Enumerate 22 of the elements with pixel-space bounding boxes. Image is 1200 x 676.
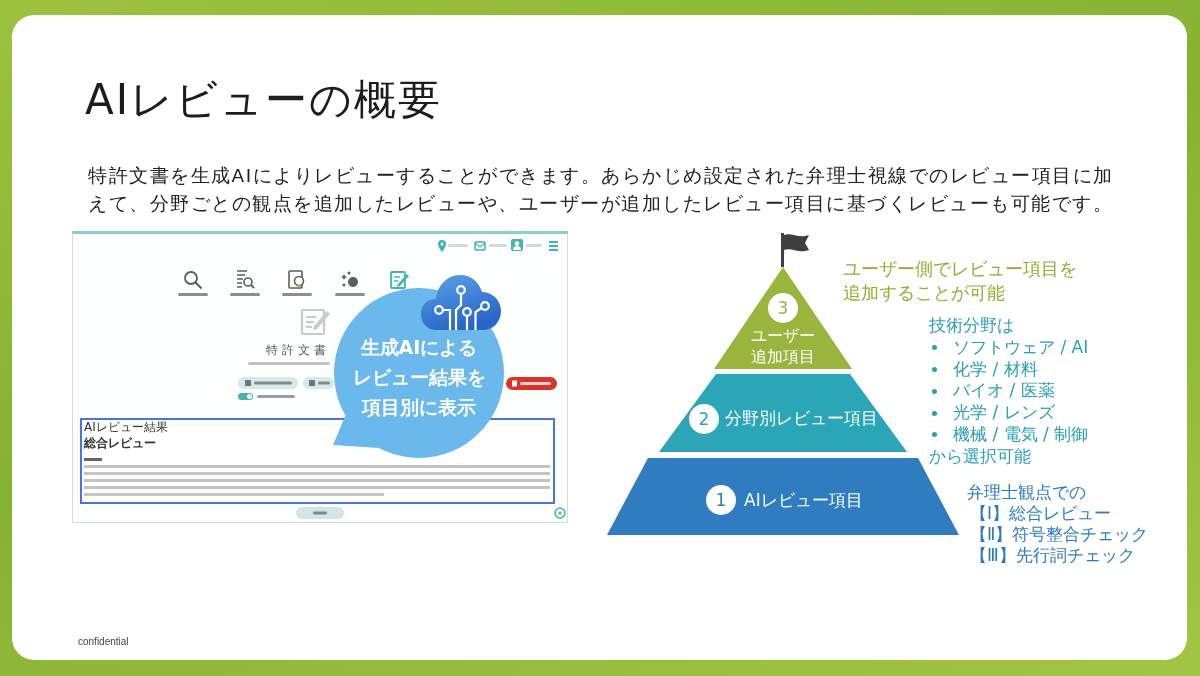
list-item: 光学 / レンズ (953, 402, 1056, 424)
slide-title: AIレビューの概要 (85, 75, 443, 125)
annotation-text: 弁理士観点での (967, 482, 1087, 503)
list-item: バイオ / 医薬 (953, 380, 1056, 403)
section-heading: 総合レビュー (84, 436, 156, 451)
page-heading: 特許文書 (266, 343, 330, 358)
annotation-text: 技術分野は (929, 315, 1015, 337)
list-item: 【Ⅱ】符号整合チェック (970, 524, 1150, 545)
tier-label: AIレビュー項目 (744, 489, 863, 511)
annotation-text: ユーザー側でレビュー項目を追加することが可能 (843, 257, 1078, 305)
bubble-text: 生成AIによるレビュー結果を項目別に表示 (351, 335, 487, 420)
panel-title: AIレビュー結果 (84, 420, 168, 435)
intro-paragraph: 特許文書を生成AIによりレビューすることができます。あらかじめ設定された弁理士視線でのレビュー項目に加えて、分野ごとの観点を追加したレビューや、ユーザーが追加したレビュー項目に基づくレビューも可能です。 (88, 164, 1115, 216)
tier-label: ユーザー追加項目 (750, 324, 816, 367)
footer-note: confidential (78, 635, 129, 648)
list-item: ソフトウェア / AI (953, 336, 1090, 359)
list-item: 機械 / 電気 / 制御 (953, 424, 1090, 446)
annotation-text: から選択可能 (929, 445, 1032, 468)
list-item: 【Ⅰ】総合レビュー (970, 503, 1112, 524)
list-item: 化学 / 材料 (953, 358, 1039, 381)
list-item: 【Ⅲ】先行詞チェック (970, 545, 1136, 566)
tier-label: 分野別レビュー項目 (725, 408, 878, 430)
